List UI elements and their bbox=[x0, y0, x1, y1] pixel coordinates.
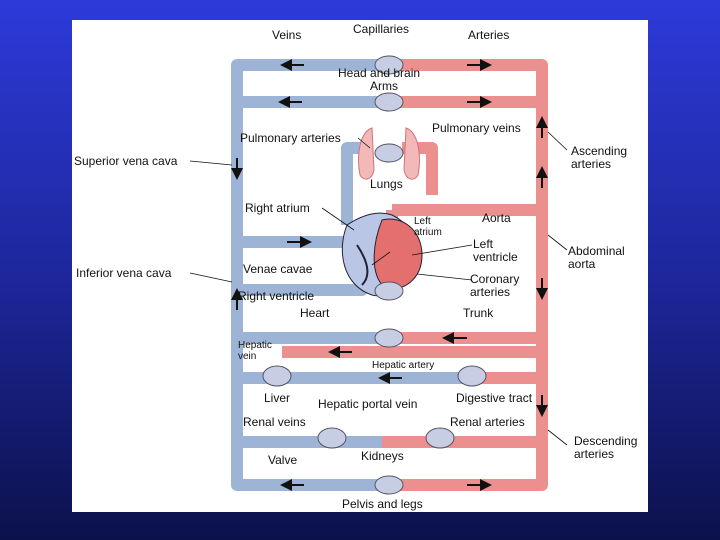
label-inferior-vena-cava: Inferior vena cava bbox=[76, 266, 172, 280]
label-ascending-arteries: Ascending arteries bbox=[571, 144, 628, 171]
capillary-beds bbox=[262, 55, 487, 495]
label-capillaries: Capillaries bbox=[353, 22, 410, 36]
flow-arrows bbox=[231, 59, 548, 491]
label-left-atrium: Left atrium bbox=[414, 216, 442, 238]
label-digestive-tract: Digestive tract bbox=[456, 391, 533, 405]
label-arms: Arms bbox=[370, 79, 398, 93]
label-abdominal-aorta: Abdominal aorta bbox=[568, 244, 625, 271]
lungs-organ bbox=[358, 127, 420, 180]
label-kidneys: Kidneys bbox=[361, 449, 404, 463]
label-descending-arteries: Descending arteries bbox=[574, 434, 638, 461]
label-aorta: Aorta bbox=[482, 211, 511, 225]
label-right-ventricle: Right ventricle bbox=[238, 289, 315, 303]
label-arteries: Arteries bbox=[468, 28, 510, 42]
label-pulmonary-veins: Pulmonary veins bbox=[432, 121, 521, 135]
label-veins: Veins bbox=[272, 28, 302, 42]
label-left-ventricle: Left ventricle bbox=[473, 237, 518, 264]
label-pelvis-and-legs: Pelvis and legs bbox=[342, 497, 423, 511]
label-valve: Valve bbox=[268, 453, 298, 467]
label-hepatic-vein: Hepatic vein bbox=[238, 340, 272, 362]
label-hepatic-artery: Hepatic artery bbox=[372, 360, 435, 371]
label-renal-veins: Renal veins bbox=[243, 415, 306, 429]
label-trunk: Trunk bbox=[463, 306, 494, 320]
label-pulmonary-arteries: Pulmonary arteries bbox=[240, 131, 341, 145]
circulatory-system-diagram bbox=[189, 55, 568, 495]
diagram-panel: Veins Capillaries Arteries Head and brai… bbox=[72, 20, 648, 512]
label-liver: Liver bbox=[264, 391, 291, 405]
heart bbox=[341, 212, 423, 297]
label-lungs: Lungs bbox=[370, 177, 403, 191]
label-venae-cavae: Venae cavae bbox=[243, 262, 313, 276]
label-head-and-brain: Head and brain bbox=[338, 66, 421, 80]
label-heart: Heart bbox=[300, 306, 330, 320]
label-hepatic-portal-vein: Hepatic portal vein bbox=[318, 397, 418, 411]
leader-lines bbox=[189, 131, 568, 446]
label-coronary-arteries: Coronary arteries bbox=[470, 272, 520, 299]
label-right-atrium: Right atrium bbox=[245, 201, 310, 215]
head-artery-loop bbox=[382, 59, 548, 491]
label-superior-vena-cava: Superior vena cava bbox=[74, 154, 178, 168]
label-renal-arteries: Renal arteries bbox=[450, 415, 525, 429]
